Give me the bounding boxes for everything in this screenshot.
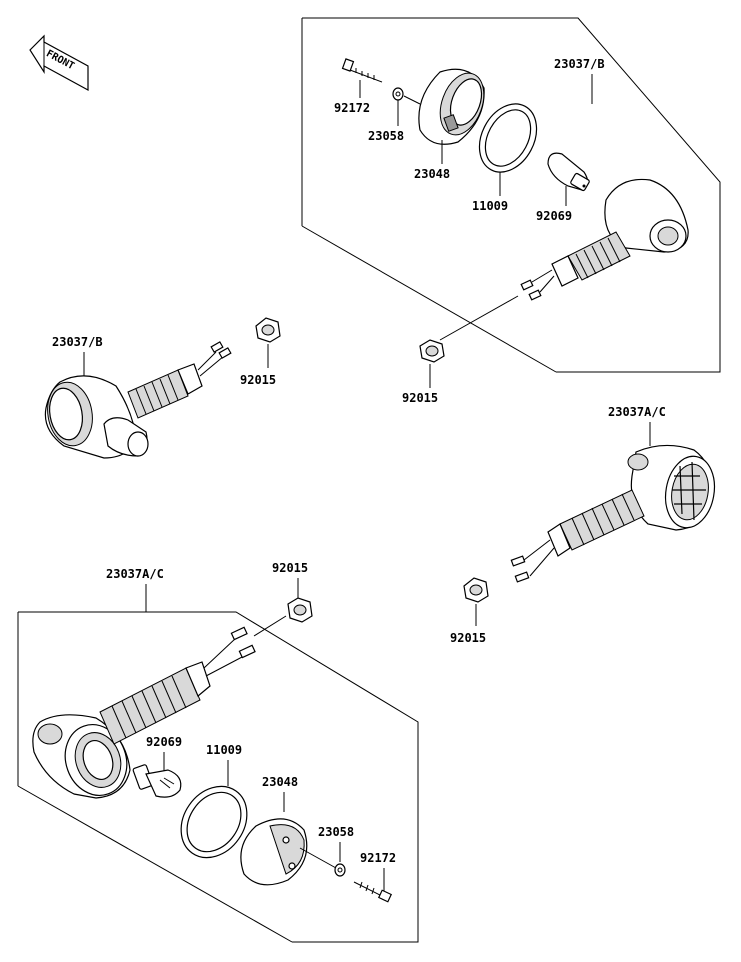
label-mid-right-nut: 92015 [450, 631, 486, 645]
bottom-turn-signal [32, 626, 256, 799]
label-top-washer: 23058 [368, 129, 404, 143]
bottom-washer [334, 863, 346, 877]
top-bulb [547, 152, 590, 192]
label-bottom-panel-assembly: 23037A/C [106, 567, 164, 581]
top-lens [418, 68, 485, 145]
bottom-bolt [353, 881, 393, 903]
mid-left-nut [255, 317, 281, 343]
bottom-nut [287, 597, 313, 623]
label-bottom-washer: 23058 [318, 825, 354, 839]
label-top-bulb: 92069 [536, 209, 572, 223]
label-bottom-lens: 23048 [262, 775, 298, 789]
label-mid-left-nut: 92015 [240, 373, 276, 387]
bottom-lens [240, 818, 308, 886]
bottom-gasket [180, 785, 248, 859]
label-mid-right-assembly: 23037A/C [608, 405, 666, 419]
front-arrow-icon: FRONT [29, 34, 89, 92]
top-nut [419, 339, 445, 363]
bottom-panel-frame [17, 611, 419, 943]
label-mid-left-assembly: 23037/B [52, 335, 103, 349]
label-top-nut: 92015 [402, 391, 438, 405]
mid-right-nut [463, 577, 489, 603]
label-bottom-gasket: 11009 [206, 743, 242, 757]
label-bottom-bolt: 92172 [360, 851, 396, 865]
top-panel-frame [301, 17, 721, 373]
top-gasket [478, 103, 538, 173]
top-bolt [341, 58, 383, 83]
label-top-panel-assembly: 23037/B [554, 57, 605, 71]
mid-left-turn-signal [44, 341, 232, 459]
bottom-bulb [132, 764, 182, 798]
label-bottom-nut: 92015 [272, 561, 308, 575]
mid-right-turn-signal [510, 444, 716, 583]
top-washer [392, 87, 404, 101]
top-turn-signal [520, 178, 689, 301]
label-top-bolt: 92172 [334, 101, 370, 115]
label-top-gasket: 11009 [472, 199, 508, 213]
label-top-lens: 23048 [414, 167, 450, 181]
label-bottom-bulb: 92069 [146, 735, 182, 749]
